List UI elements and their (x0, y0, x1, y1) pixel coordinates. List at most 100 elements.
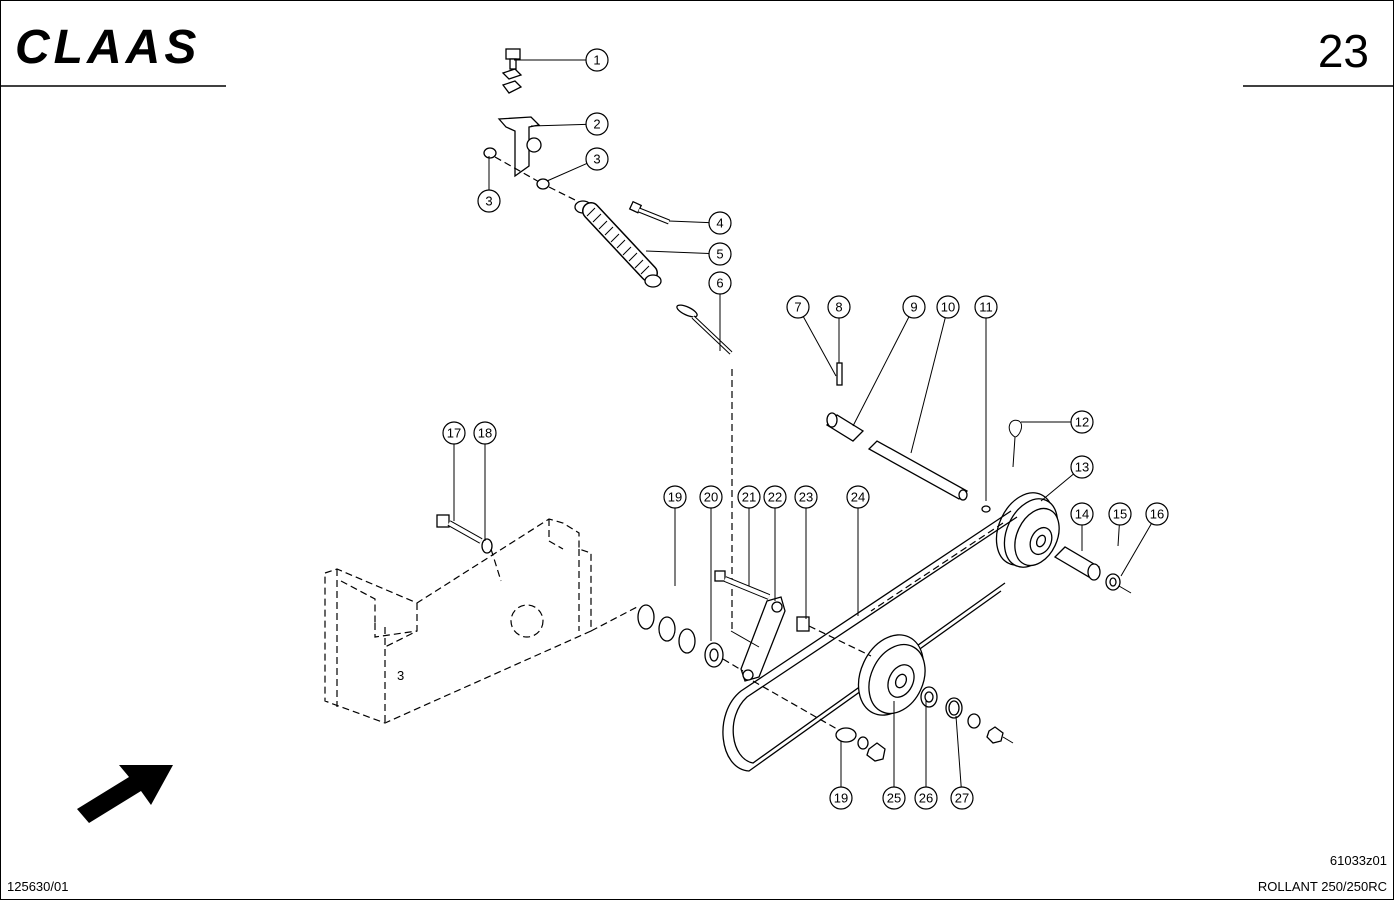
callout-number: 4 (716, 216, 723, 231)
callout-circle (794, 485, 818, 509)
callout-circle (737, 485, 761, 509)
svg-text:3: 3 (397, 668, 404, 683)
callout-circle (950, 786, 974, 810)
frame-bolt (436, 514, 502, 582)
callout-circle (473, 421, 497, 445)
callout-circle (974, 295, 998, 319)
callout-19: 19 (829, 786, 853, 810)
callout-circle (1070, 410, 1094, 434)
callout-circle (846, 485, 870, 509)
callout-leader (955, 715, 962, 788)
spring-pin (836, 362, 843, 386)
callout-circle (708, 242, 732, 266)
doc-number: 125630/01 (7, 879, 68, 894)
callout-leaders (453, 59, 1152, 788)
callout-number: 3 (593, 152, 600, 167)
lower-pulley (857, 634, 1014, 744)
spring-clip (1008, 419, 1022, 468)
callout-circle (1070, 502, 1094, 526)
model-name: ROLLANT 250/250RC (1258, 879, 1387, 894)
callout-26: 26 (914, 786, 938, 810)
lower-washer-stack (752, 680, 886, 762)
callout-leader (910, 317, 946, 454)
callout-number: 6 (716, 276, 723, 291)
callout-6: 6 (708, 271, 732, 295)
callout-number: 7 (794, 300, 801, 315)
callout-9: 9 (902, 295, 926, 319)
callout-20: 20 (699, 485, 723, 509)
callout-16: 16 (1145, 502, 1169, 526)
callout-number: 14 (1075, 507, 1089, 522)
callout-7: 7 (786, 295, 810, 319)
callout-22: 22 (763, 485, 787, 509)
callout-number: 16 (1150, 507, 1164, 522)
callout-circle (585, 112, 609, 136)
callout-25: 25 (882, 786, 906, 810)
spring-bracket-assembly (483, 48, 582, 204)
callout-number: 11 (979, 300, 993, 315)
chassis-frame: 3 (324, 518, 638, 724)
callout-number: 18 (478, 426, 492, 441)
callout-number: 2 (593, 117, 600, 132)
callout-5: 5 (708, 242, 732, 266)
callout-leader (802, 316, 837, 377)
callout-number: 19 (668, 490, 682, 505)
drive-belt (722, 510, 1018, 772)
callout-circle (786, 295, 810, 319)
callout-13: 13 (1070, 455, 1094, 479)
callout-number: 21 (742, 490, 756, 505)
drawing-code: 61033z01 (1330, 853, 1387, 868)
callout-circle (902, 295, 926, 319)
callout-circle (763, 485, 787, 509)
pulley-spacer (1053, 546, 1132, 594)
callout-number: 27 (955, 791, 969, 806)
callout-leader (1117, 524, 1120, 547)
callout-number: 5 (716, 247, 723, 262)
callout-2: 2 (585, 112, 609, 136)
callout-number: 24 (851, 490, 865, 505)
callout-27: 27 (950, 786, 974, 810)
callout-3: 3 (585, 147, 609, 171)
page-number: 23 (1318, 25, 1369, 77)
callout-circle (663, 485, 687, 509)
callout-leader (668, 220, 710, 224)
callout-number: 23 (799, 490, 813, 505)
callout-leader (645, 250, 710, 255)
callout-leader (852, 316, 910, 427)
callout-circle (585, 48, 609, 72)
callout-circle (914, 786, 938, 810)
callout-number: 12 (1075, 415, 1089, 430)
callout-circle (699, 485, 723, 509)
shaft-bush (825, 412, 865, 442)
callout-number: 1 (593, 53, 600, 68)
cotter-pin (676, 304, 733, 631)
callout-12: 12 (1070, 410, 1094, 434)
callout-circle (1145, 502, 1169, 526)
callout-number: 26 (919, 791, 933, 806)
callout-23: 23 (794, 485, 818, 509)
direction-arrow (77, 765, 173, 823)
callout-leader (546, 162, 588, 182)
callout-number: 17 (447, 426, 461, 441)
callout-leader (1040, 473, 1074, 502)
callout-15: 15 (1108, 502, 1132, 526)
callout-8: 8 (827, 295, 851, 319)
callout-circle (882, 786, 906, 810)
callout-number: 3 (485, 194, 492, 209)
callout-circle (827, 295, 851, 319)
callout-circle (442, 421, 466, 445)
callout-circle (708, 211, 732, 235)
callout-leader (530, 123, 587, 127)
callout-number: 19 (834, 791, 848, 806)
washer-stack (637, 604, 744, 672)
callout-number: 13 (1075, 460, 1089, 475)
callout-circle (829, 786, 853, 810)
callout-number: 10 (941, 300, 955, 315)
callout-circle (1108, 502, 1132, 526)
idler-shaft (867, 440, 991, 513)
tension-arm (714, 570, 872, 682)
tension-spring (574, 200, 662, 288)
